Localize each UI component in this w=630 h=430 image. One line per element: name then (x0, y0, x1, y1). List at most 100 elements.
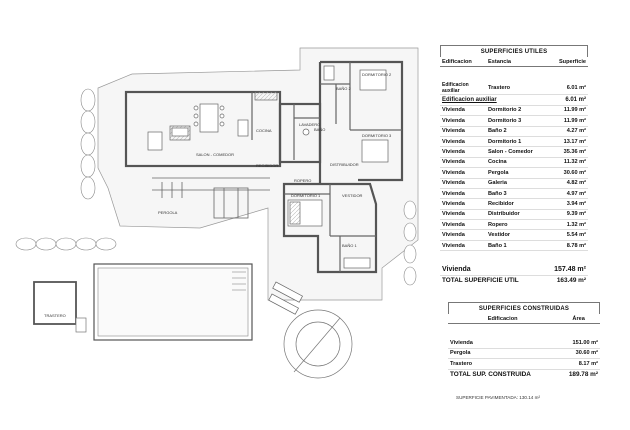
superficies-utiles-table: SUPERFICIES UTILES Edificacion Estancia … (440, 45, 588, 285)
label-dormitorio2: DORMITORIO 2 (362, 72, 392, 77)
table-cell: Vivienda (440, 188, 486, 200)
label-bano: BAÑO (314, 127, 325, 132)
table-cell: 30.60 m² (544, 167, 588, 179)
hedge-bottom (15, 237, 117, 251)
label-cocina: COCINA (256, 128, 272, 133)
table-cell: Vivienda (440, 157, 486, 169)
table-cell: Baño 1 (486, 240, 545, 252)
hedge-left (80, 88, 96, 200)
table-cell: 13.17 m² (544, 136, 588, 148)
table-cell: Salon - Comedor (486, 146, 545, 158)
table-cell: Dormitorio 3 (486, 115, 545, 127)
table-cell: Vivienda (440, 198, 486, 210)
col-superficie: Superficie (544, 57, 588, 68)
table-cell: Vivienda (440, 105, 486, 117)
trastero-building (33, 281, 87, 333)
table-cell: Ropero (486, 219, 545, 231)
label-trastero: TRASTERO (44, 313, 66, 318)
label-salon: SALON - COMEDOR (196, 152, 234, 157)
partitions (251, 62, 402, 272)
table-cell: 35.36 m² (544, 146, 588, 158)
col-estancia: Estancia (486, 57, 545, 68)
table-cell: 4.82 m² (544, 178, 588, 189)
label-dormitorio1: DORMITORIO 1 (291, 193, 321, 198)
aux-subtotal-row: Edificacion auxiliar 6.01 m² (440, 94, 588, 106)
table-cell: 5.54 m² (544, 229, 588, 241)
table-cell: Trastero (448, 358, 558, 370)
table-cell: Cocina (486, 157, 545, 169)
table-cell: Pergola (486, 167, 545, 179)
round-patio (283, 309, 353, 379)
table-cell: 4.27 m² (544, 126, 588, 137)
col-edificacion: Edificacion (440, 57, 486, 68)
label-dormitorio3: DORMITORIO 3 (362, 133, 392, 138)
label-ropero: ROPERO (294, 178, 311, 183)
table-cell: Galeria (486, 178, 545, 189)
pool (93, 263, 253, 341)
table-cell: Vivienda (440, 146, 486, 158)
table-cell: Vivienda (440, 167, 486, 179)
total-construida-row: TOTAL SUP. CONSTRUIDA 189.78 m² (450, 370, 598, 378)
total-util-row: TOTAL SUPERFICIE UTIL 163.49 m² (442, 276, 586, 284)
table-cell: Dormitorio 1 (486, 136, 545, 148)
furniture (147, 65, 389, 269)
table-cell: Baño 2 (486, 126, 545, 137)
superficie-pavimentada-note: SUPERFICIE PAVIMENTADA: 130.14 m² (456, 395, 540, 400)
label-lavadero: LAVADERO (299, 122, 320, 127)
hedge-right (403, 200, 417, 286)
table-header-row: Edificacion Área (448, 314, 600, 325)
label-vestidor: VESTIDOR (342, 193, 363, 198)
table-row: Edificacion auxiliar Trastero 6.01 m² (440, 81, 588, 96)
table-cell: Vivienda (440, 209, 486, 221)
table-cell: Baño 3 (486, 188, 545, 200)
table-cell: 151.00 m² (557, 338, 600, 349)
table-cell: 11.99 m² (544, 105, 588, 117)
label-recibidor: RECIBIDOR (256, 163, 278, 168)
label-pergola: PERGOLA (158, 210, 178, 215)
superficies-construidas-title: SUPERFICIES CONSTRUIDAS (448, 302, 600, 314)
label-bano2: BAÑO 2 (336, 86, 351, 91)
table-cell: Pergola (448, 348, 558, 360)
house-walls (124, 60, 404, 274)
loungers (268, 281, 303, 315)
label-distribuidor: DISTRIBUIDOR (330, 162, 359, 167)
table-cell: Vivienda (440, 126, 486, 137)
table-cell: Distribuidor (486, 209, 545, 221)
table-header-row: Edificacion Estancia Superficie (440, 57, 588, 68)
table-cell: Vivienda (440, 219, 486, 231)
table-cell: Vivienda (440, 178, 486, 189)
label-bano1: BAÑO 1 (342, 243, 357, 248)
table-cell: 1.32 m² (544, 219, 588, 231)
table-cell: 3.94 m² (544, 198, 588, 210)
table-cell: Vestidor (486, 229, 545, 241)
table-cell: 8.17 m² (557, 358, 600, 370)
floor-plan: DORMITORIO 2 BAÑO 2 DORMITORIO 3 LAVADER… (15, 47, 419, 379)
table-cell: Recibidor (486, 198, 545, 210)
table-cell: Vivienda (448, 338, 558, 349)
table-cell: Dormitorio 2 (486, 105, 545, 117)
table-cell: Vivienda (440, 229, 486, 241)
table-cell: Vivienda (440, 136, 486, 148)
table-cell: 11.99 m² (544, 115, 588, 127)
pergola (152, 177, 270, 219)
table-cell: 9.39 m² (544, 209, 588, 221)
superficies-utiles-title: SUPERFICIES UTILES (440, 45, 588, 57)
vivienda-subtotal-row: Vivienda 157.48 m² (440, 265, 588, 276)
table-cell: Vivienda (440, 240, 486, 252)
table-cell: 30.60 m² (557, 348, 600, 360)
